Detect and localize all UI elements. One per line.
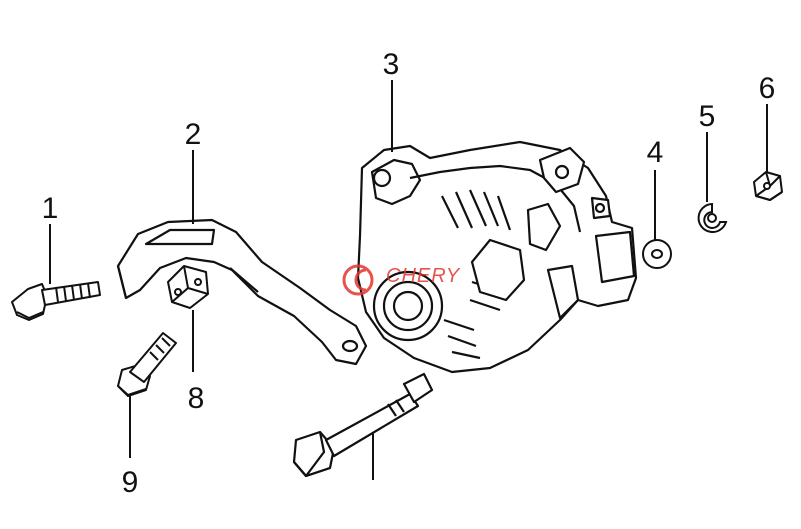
callout-1: 1 [42,192,59,225]
leader-lines [49,80,768,480]
part-8-nut [167,265,209,309]
callout-4: 4 [647,136,664,169]
callout-labels: 1 2 3 4 5 6 8 9 [42,48,776,499]
chery-logo-icon [342,264,374,296]
part-5-spring-washer [697,202,728,233]
callout-2: 2 [185,118,202,151]
part-9-bolt [117,332,177,397]
chery-watermark: CHERY [342,264,461,296]
part-3-alternator [356,140,638,374]
callout-9: 9 [122,466,139,499]
part-1-bolt [11,281,101,321]
watermark-text: CHERY [386,265,461,287]
long-bolt [292,372,434,478]
callout-3: 3 [383,48,400,81]
part-2-bracket [116,218,368,366]
callout-6: 6 [759,72,776,105]
callout-8: 8 [188,382,205,415]
callout-5: 5 [699,100,716,133]
part-4-washer [642,239,672,269]
